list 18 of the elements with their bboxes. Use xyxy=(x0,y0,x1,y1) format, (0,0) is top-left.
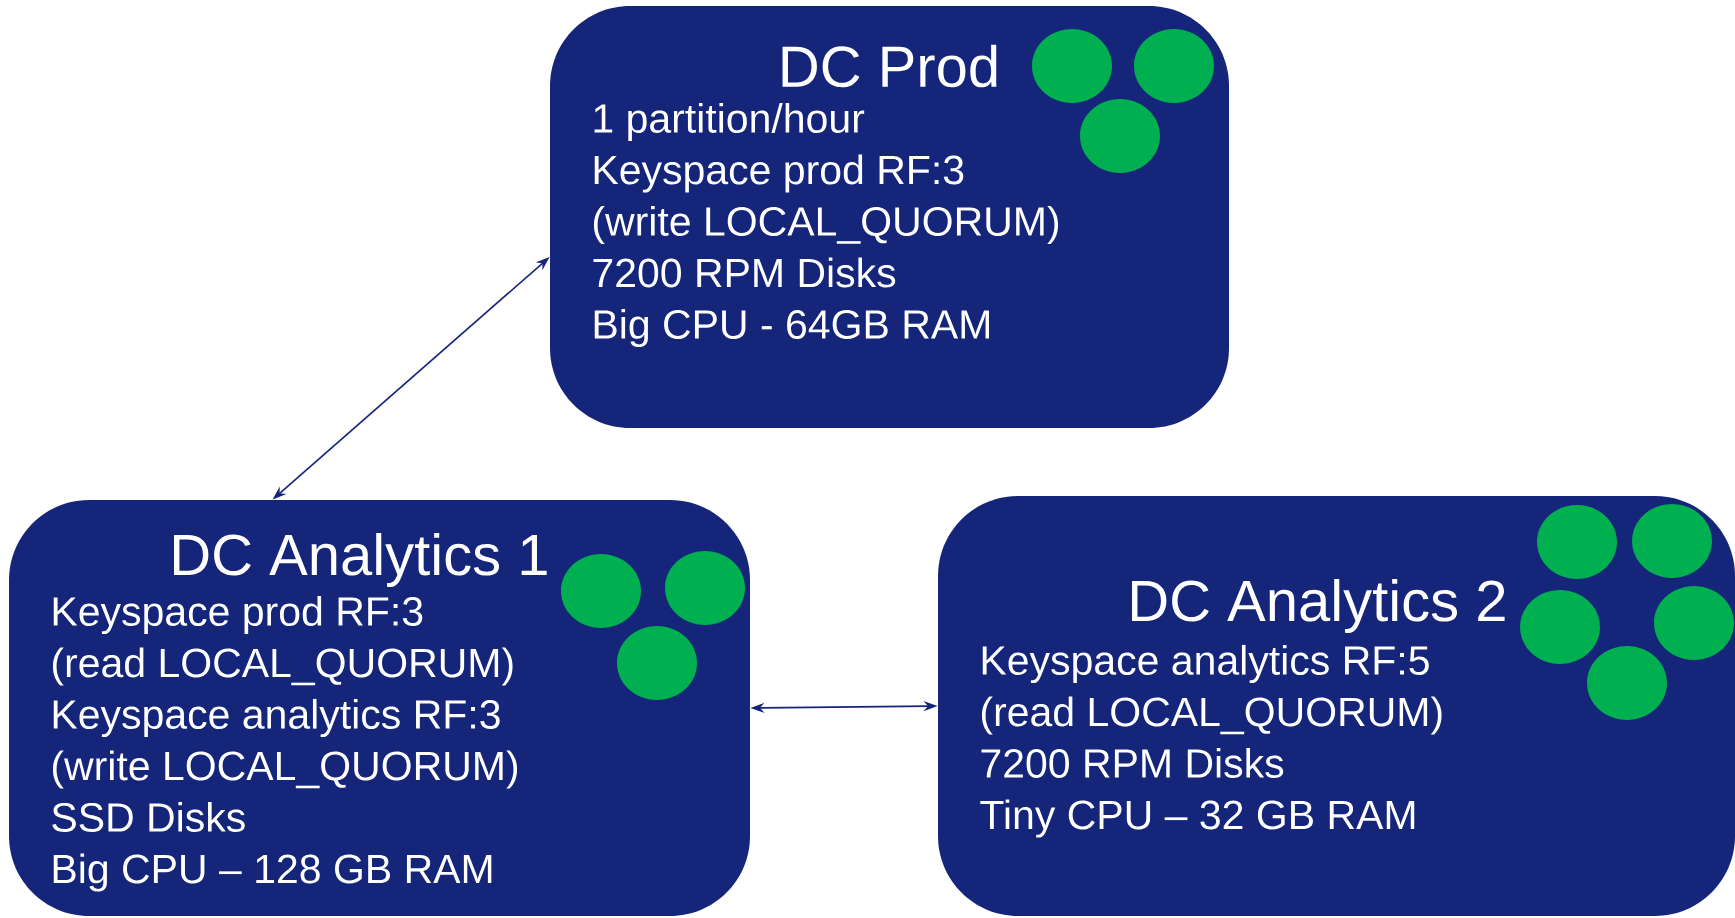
spec-line: Big CPU - 64GB RAM xyxy=(594,308,989,348)
spec-line: Tiny CPU – 32 GB RAM xyxy=(980,799,1415,838)
spec-line: Keyspace prod RF:3 xyxy=(594,154,964,193)
spec-line: (read LOCAL_QUORUM) xyxy=(981,696,1442,735)
spec-line: 7200 RPM Disks xyxy=(981,747,1284,778)
box-heading: DC Analytics 1 xyxy=(174,532,547,588)
spec-line: 7200 RPM Disks xyxy=(593,257,896,288)
spec-line: Big CPU – 128 GB RAM xyxy=(53,853,492,892)
spec-line: SSD Disks xyxy=(52,801,245,832)
spec-line: Keyspace analytics RF:5 xyxy=(982,644,1429,684)
spec-line: (write LOCAL_QUORUM) xyxy=(52,750,518,789)
spec-line: Keyspace prod RF:3 xyxy=(53,595,423,635)
spec-line: (write LOCAL_QUORUM) xyxy=(593,205,1059,245)
spec-line: 1 partition/hour xyxy=(594,102,865,142)
spec-line: (read LOCAL_QUORUM) xyxy=(52,647,513,686)
box-heading: DC Analytics 2 xyxy=(1132,579,1505,634)
spec-line: Keyspace analytics RF:3 xyxy=(53,698,500,738)
box-heading: DC Prod xyxy=(782,44,997,88)
